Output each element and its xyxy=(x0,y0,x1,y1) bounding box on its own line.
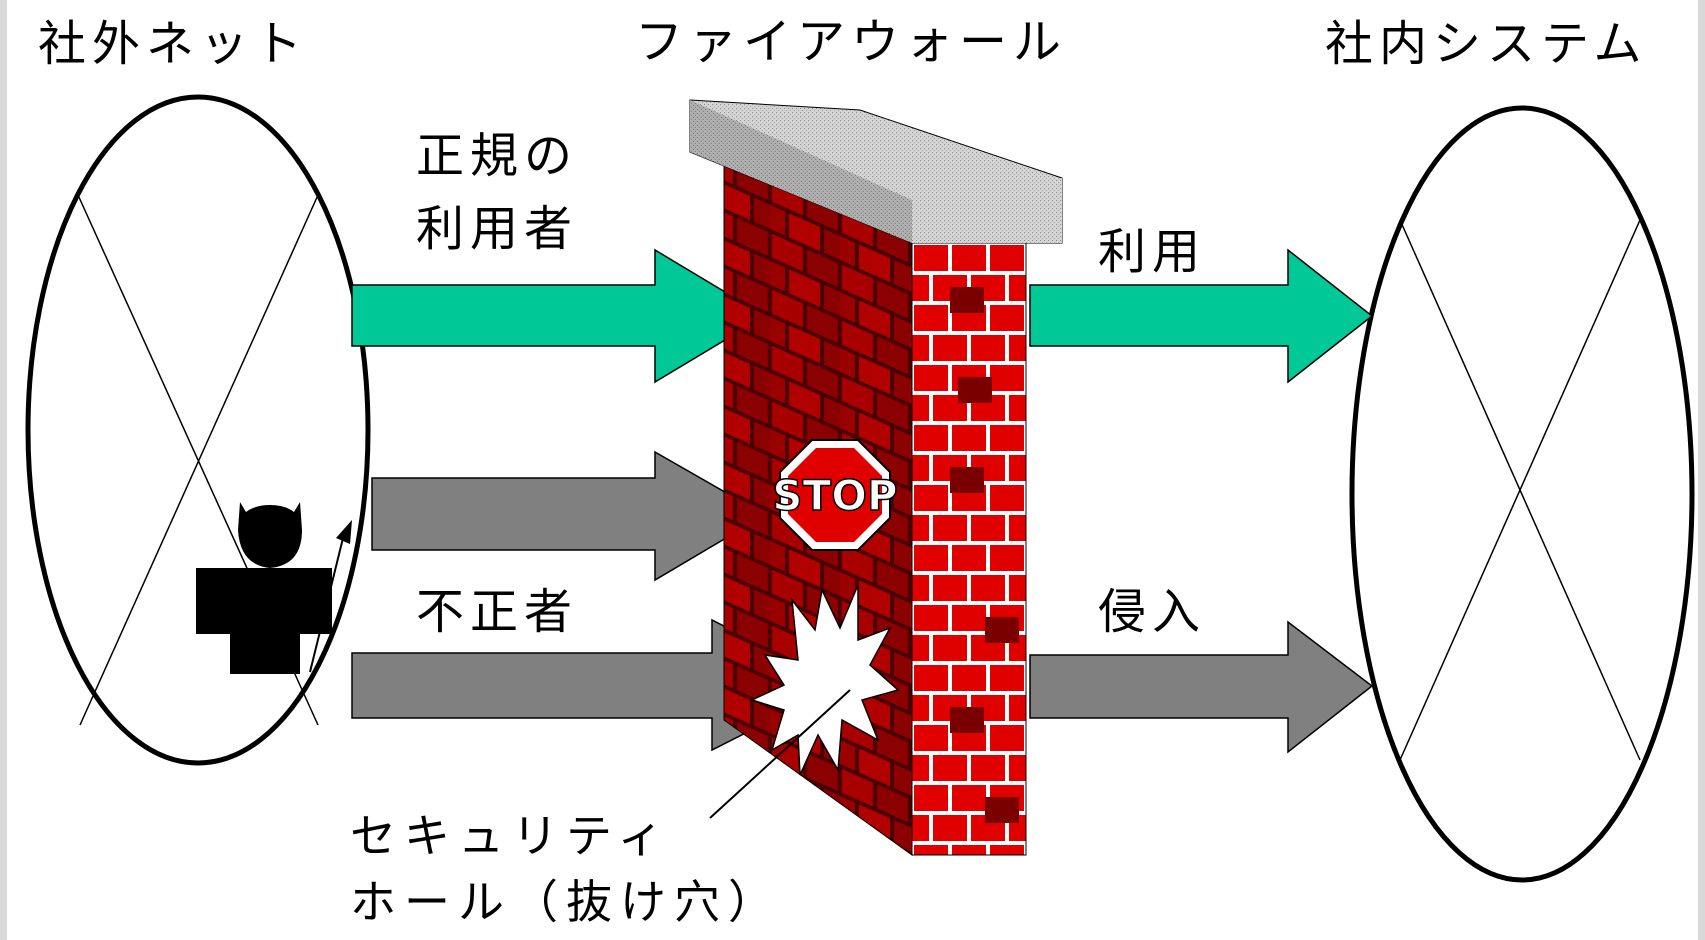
stop-sign-icon: STOP xyxy=(772,439,898,551)
security-hole-label-line2: ホール（抜け穴） xyxy=(350,875,782,929)
internal-system-node xyxy=(1349,105,1695,883)
intrusion-arrow xyxy=(1029,620,1374,754)
use-arrow xyxy=(1029,248,1374,384)
stop-sign-text: STOP xyxy=(772,471,897,520)
external-network-node xyxy=(25,94,371,766)
legit-user-label-line2: 利用者 xyxy=(416,201,578,257)
intrusion-label: 侵入 xyxy=(1098,584,1206,640)
intruder-label: 不正者 xyxy=(416,584,578,640)
legit-user-arrow xyxy=(351,248,767,384)
use-label: 利用 xyxy=(1098,224,1206,280)
devil-figure-icon xyxy=(196,502,352,674)
left-border xyxy=(0,0,7,940)
external-net-label: 社外ネット xyxy=(38,16,308,72)
internal-system-label: 社内システム xyxy=(1325,16,1648,72)
firewall-label: ファイアウォール xyxy=(635,14,1067,70)
security-hole-callout-line xyxy=(709,689,851,819)
legit-user-label-line1: 正規の xyxy=(416,128,578,184)
explosion-burst-icon xyxy=(749,584,900,776)
right-border xyxy=(1698,0,1705,940)
security-hole-label-line1: セキュリティ xyxy=(350,809,671,863)
blocked-attack-arrow xyxy=(371,450,767,582)
